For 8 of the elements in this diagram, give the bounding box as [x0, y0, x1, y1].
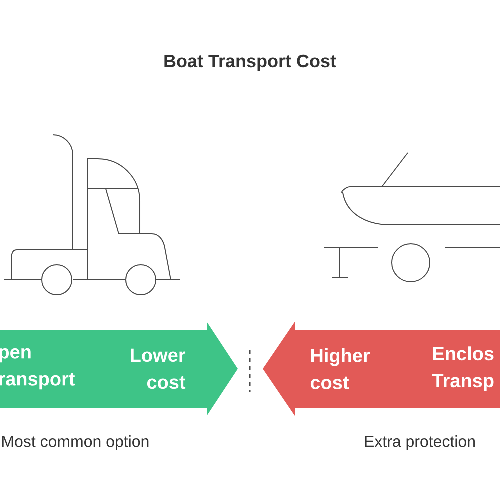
arrow-banner [263, 322, 500, 416]
banner-text: Lower cost [131, 348, 186, 390]
arrow-banner [0, 322, 238, 416]
title: Boat Transport Cost [164, 54, 336, 72]
banner-text: Enclos Transp [432, 346, 494, 392]
caption-text: Extra protection [365, 436, 475, 450]
banner-text: Higher cost [310, 348, 370, 390]
caption-text: Most common option [2, 436, 149, 450]
